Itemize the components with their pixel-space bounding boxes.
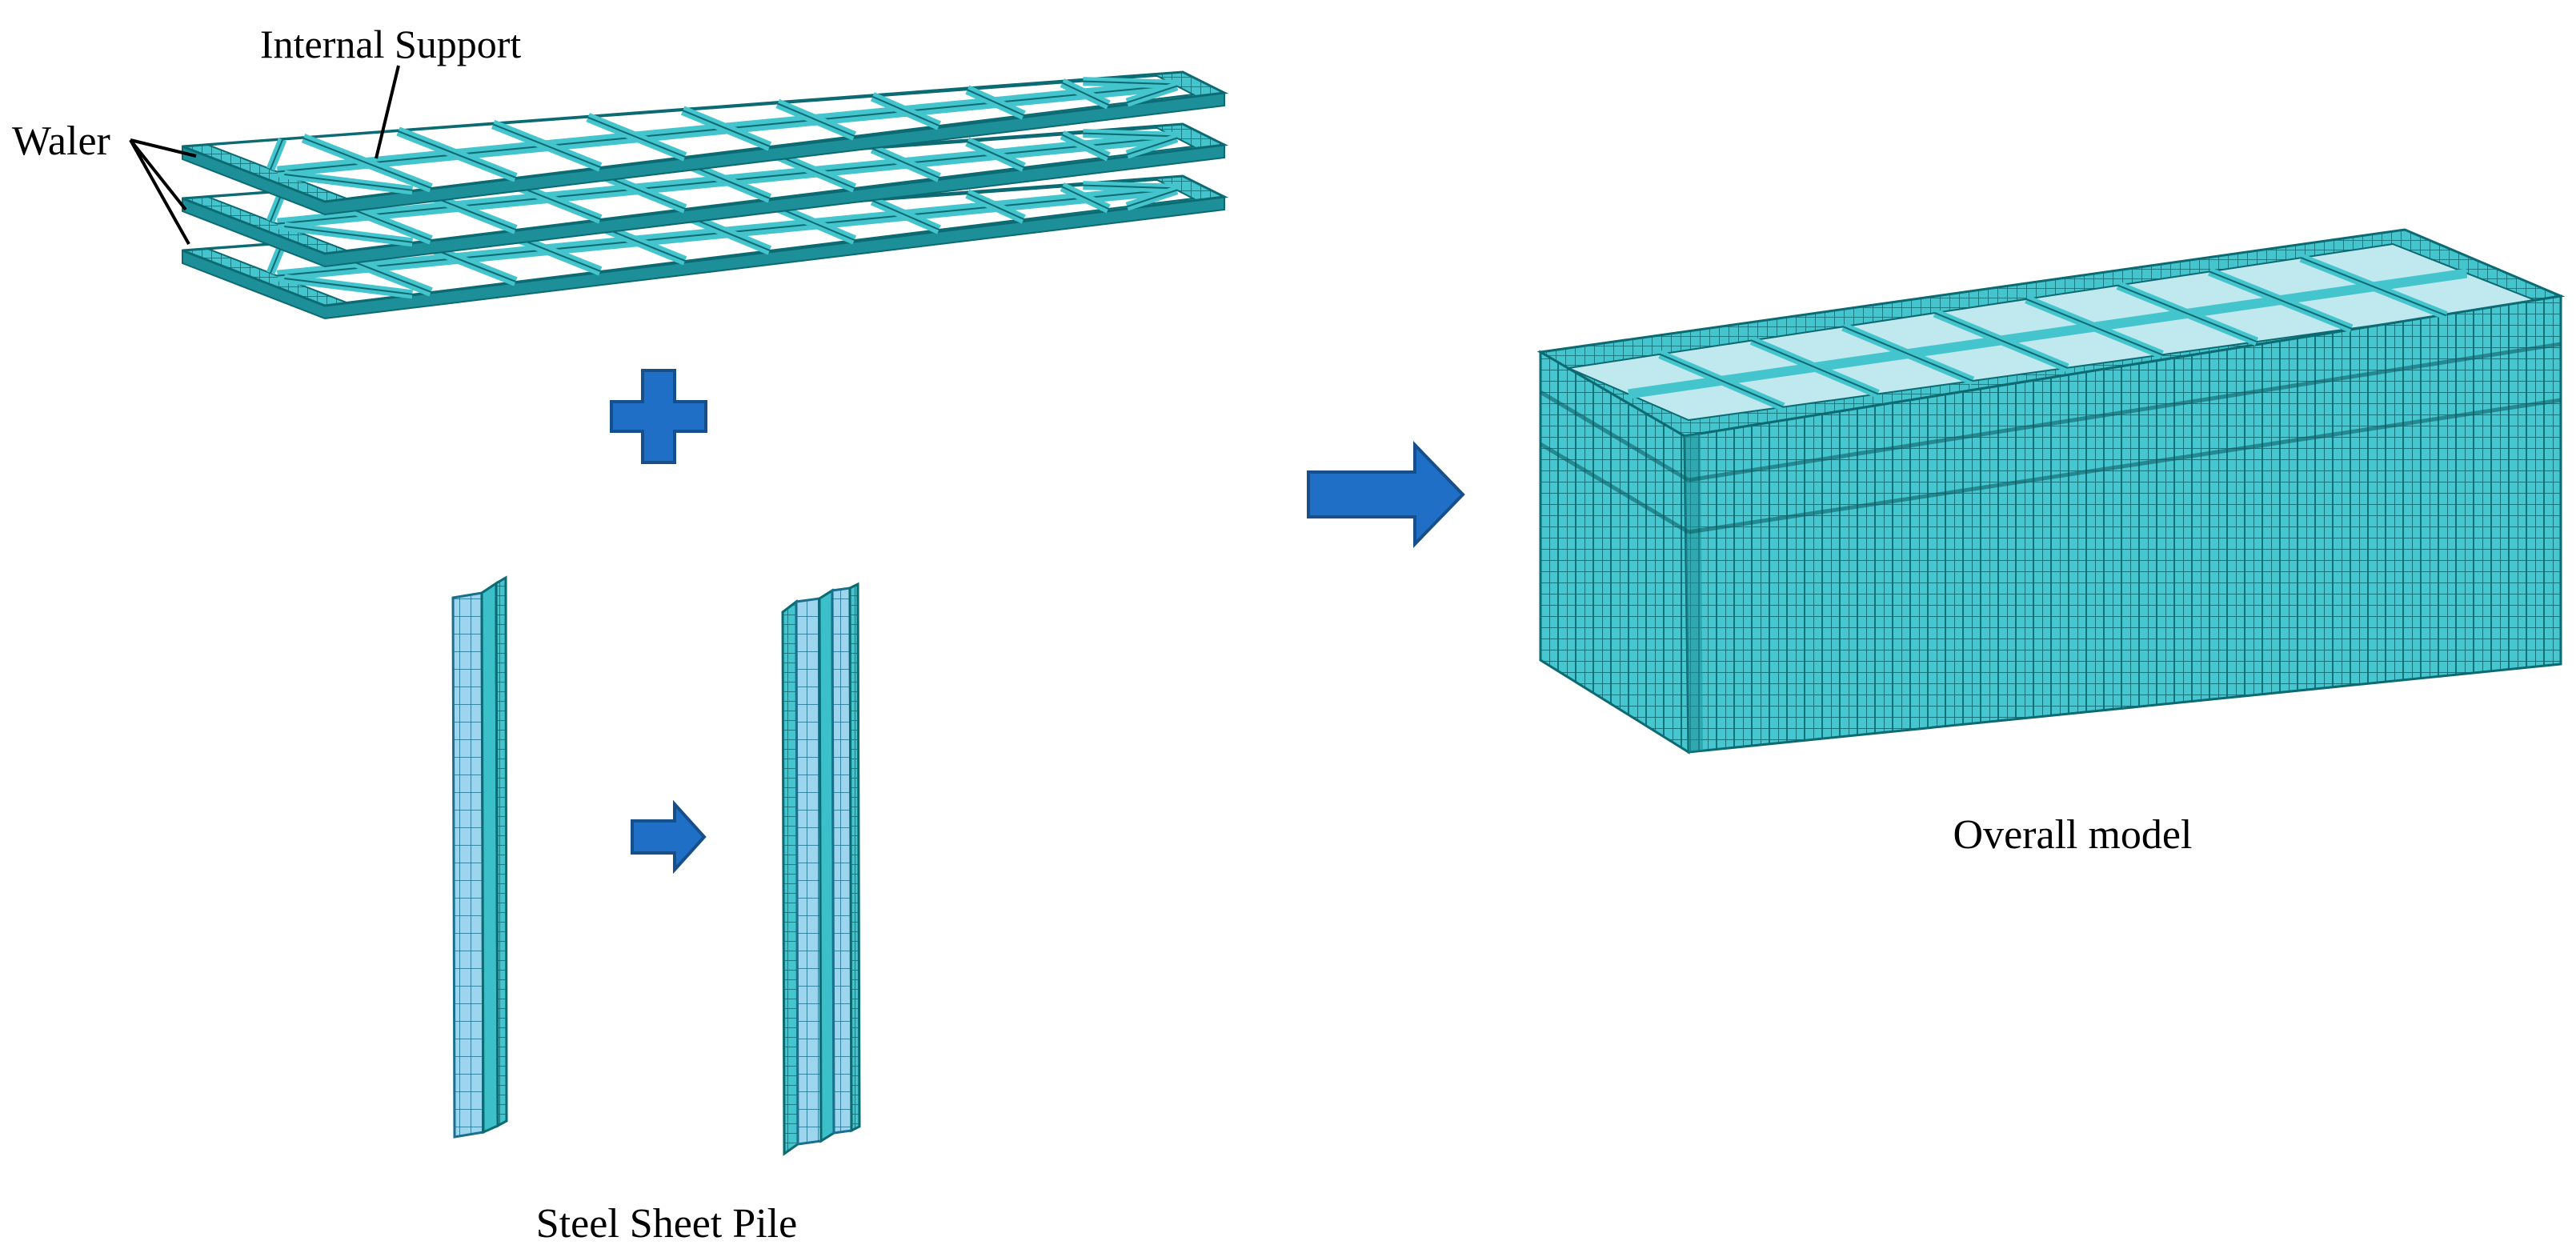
single-sheet-pile (451, 575, 508, 1139)
waler-frame (182, 122, 1229, 268)
internal-support-leader (375, 65, 400, 159)
double-sheet-pile (781, 582, 861, 1156)
right-arrow-icon (1307, 441, 1465, 548)
overall-model-label: Overall model (1953, 812, 2193, 858)
steel-sheet-pile-label: Steel Sheet Pile (536, 1201, 797, 1247)
waler-frame (182, 70, 1229, 216)
small-right-arrow-icon (631, 799, 707, 875)
overall-internal-struts (1628, 254, 2468, 411)
overall-model-mesh (1536, 228, 2566, 755)
internal-support-label: Internal Support (260, 22, 521, 66)
waler-frame-stack (182, 70, 1229, 320)
waler-leaders (129, 138, 197, 245)
waler-label: Waler (12, 118, 110, 164)
plus-icon (610, 369, 707, 464)
